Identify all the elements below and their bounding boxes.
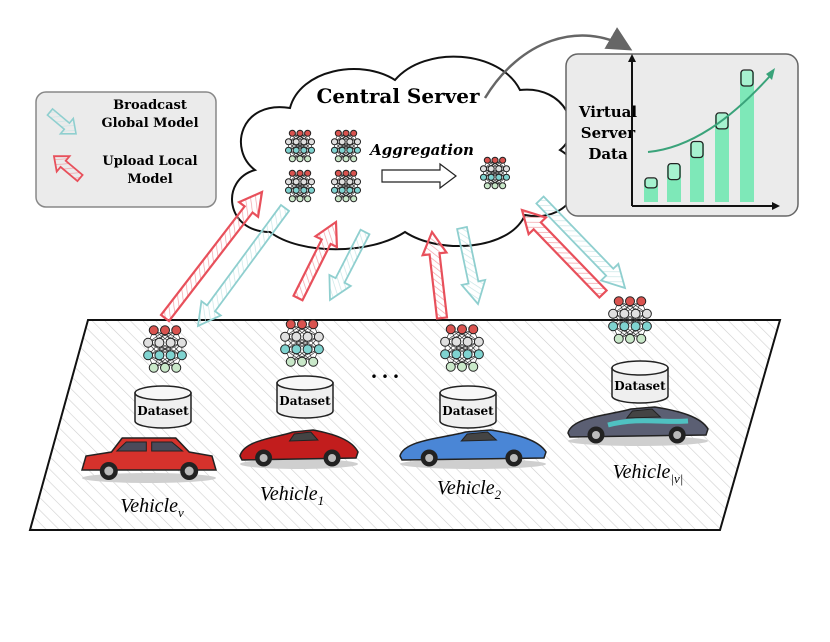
virtual-data-bar	[715, 114, 729, 202]
virtual-data-bar	[740, 72, 754, 202]
dataset-label: Dataset	[137, 404, 189, 418]
neural-network-icon	[284, 129, 316, 163]
neural-network-icon	[440, 324, 484, 372]
vehicle-label-subscript: |ν|	[670, 471, 683, 486]
upload-arrow-icon	[52, 155, 84, 183]
legend-broadcast-line1: Broadcast	[113, 98, 187, 113]
ground-plane	[28, 319, 782, 531]
vehicle-label: Vehicle1	[260, 483, 324, 508]
dataset-cylinder: Dataset	[276, 375, 334, 419]
dataset-cylinder: Dataset	[439, 385, 497, 429]
vehicles: DatasetVehiclevDatasetVehicle1DatasetVeh…	[81, 296, 709, 520]
vehicle-ellipsis: . . .	[371, 358, 399, 383]
flow-arrows	[159, 190, 627, 328]
legend-box: Broadcast Global Model Upload Local Mode…	[35, 91, 217, 208]
neural-network-icon	[479, 156, 511, 190]
chart-y-axis-head	[628, 54, 636, 62]
neural-network-icon	[608, 296, 652, 344]
dataset-label: Dataset	[614, 379, 666, 393]
growth-curve	[647, 75, 771, 153]
vehicle-label-subscript: v	[178, 505, 184, 520]
virtual-data-line2: Server	[581, 124, 637, 142]
virtual-data-bars	[644, 69, 754, 202]
virtual-data-bar-cap	[667, 162, 681, 181]
vehicle-label: Vehiclev	[120, 495, 184, 520]
neural-network-icon	[280, 319, 324, 367]
broadcast-arrow	[328, 228, 371, 302]
upload-arrow	[520, 208, 609, 300]
neural-network-icon	[284, 169, 316, 203]
broadcast-arrow	[196, 203, 291, 328]
legend-upload-line1: Upload Local	[102, 154, 197, 169]
virtual-data-bar-cap	[690, 140, 704, 159]
virtual-data-box: Virtual Server Data	[565, 53, 799, 217]
growth-curve-head	[766, 68, 775, 80]
car-icon	[567, 406, 709, 446]
upload-arrow	[420, 229, 449, 320]
dataset-cylinder: Dataset	[611, 360, 669, 404]
neural-network-icon	[143, 325, 187, 373]
chart-x-axis-head	[772, 202, 780, 210]
upload-arrow	[292, 219, 339, 302]
legend-broadcast-line2: Global Model	[101, 116, 198, 131]
neural-network-icon	[330, 169, 362, 203]
legend-upload-line2: Model	[127, 172, 172, 187]
broadcast-arrow	[535, 195, 627, 290]
car-icon	[399, 429, 547, 469]
upload-arrow	[159, 190, 264, 323]
virtual-data-bar-cap	[644, 177, 658, 189]
car-icon	[81, 437, 217, 483]
neural-network-icon	[330, 129, 362, 163]
vehicle-label: Vehicle2	[437, 477, 502, 502]
virtual-data-line3: Data	[588, 145, 628, 163]
broadcast-arrow-icon	[46, 107, 78, 135]
dataset-cylinder: Dataset	[134, 385, 192, 429]
curved-arrow-to-virtual-data	[483, 27, 633, 99]
car-icon	[239, 429, 359, 469]
aggregation-label: Aggregation	[368, 141, 474, 159]
vehicle-label-subscript: 2	[495, 487, 502, 502]
central-server-cloud: Central Server Aggregation	[231, 55, 579, 251]
virtual-data-bar-cap	[740, 69, 754, 87]
cloud-networks	[284, 129, 511, 203]
virtual-data-line1: Virtual	[578, 103, 638, 121]
dataset-label: Dataset	[279, 394, 331, 408]
aggregation-arrow-icon	[381, 162, 457, 190]
broadcast-arrow	[456, 225, 487, 306]
dataset-label: Dataset	[442, 404, 494, 418]
server-title: Central Server	[316, 84, 480, 108]
vehicle-label-subscript: 1	[318, 493, 325, 508]
